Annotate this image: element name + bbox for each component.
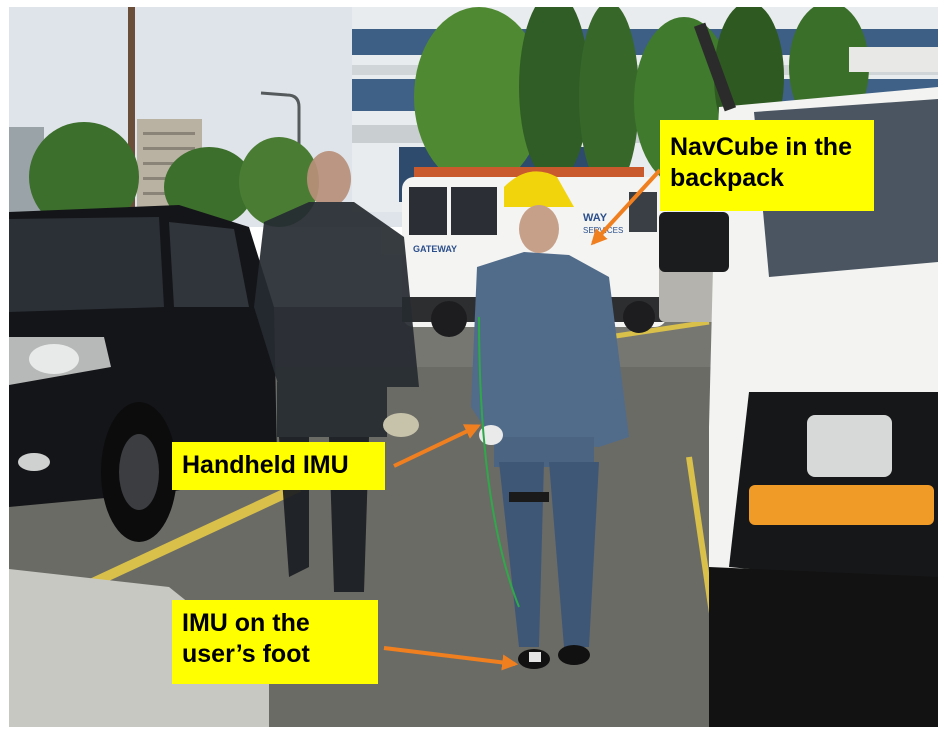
- parking-line: [81, 482, 302, 592]
- callout-foot-imu: IMU on the user’s foot: [172, 600, 378, 684]
- callout-foot-line1: IMU on the: [182, 609, 310, 637]
- utility-pole: [128, 7, 135, 222]
- parking-lot-scene: GATEWAY WAY SERVICES: [9, 7, 938, 727]
- callout-navcube-line1: NavCube in the: [670, 133, 852, 161]
- van-brand-text: GATEWAY: [413, 244, 457, 254]
- silver-car: [659, 262, 719, 322]
- street-light: [260, 91, 301, 217]
- callout-handheld-line1: Handheld IMU: [182, 451, 349, 479]
- foreground-van: [659, 22, 938, 727]
- yellow-helmet: [504, 171, 574, 207]
- van-side-text: WAY: [583, 212, 608, 224]
- concrete-barrier: [9, 569, 269, 727]
- callout-foot-line2: user’s foot: [182, 640, 310, 668]
- photo: GATEWAY WAY SERVICES: [9, 7, 938, 727]
- trees: [29, 7, 869, 232]
- callout-navcube-line2: backpack: [670, 164, 784, 192]
- black-suv: [9, 205, 277, 542]
- callout-handheld-imu: Handheld IMU: [172, 442, 385, 490]
- person-woman: [471, 171, 629, 669]
- person-man: [254, 151, 419, 592]
- van-side-text-2: SERVICES: [583, 226, 623, 235]
- callout-navcube: NavCube in the backpack: [660, 120, 874, 211]
